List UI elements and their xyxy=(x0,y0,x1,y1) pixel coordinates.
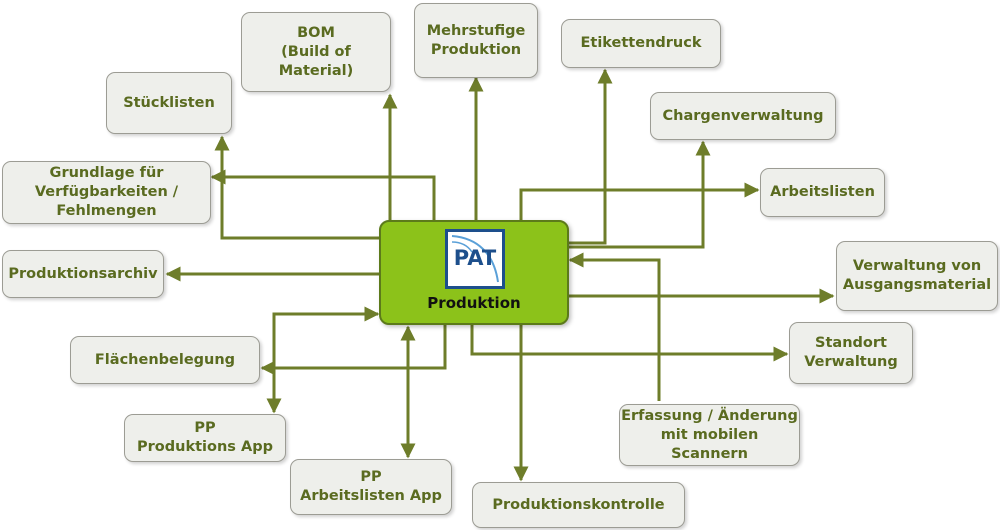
node-stuecklisten: Stücklisten xyxy=(106,72,232,134)
edge-grundlage xyxy=(210,169,436,220)
node-produktionskontrolle: Produktionskontrolle xyxy=(472,482,685,528)
node-pp-produktions-app: PP Produktions App xyxy=(124,414,286,462)
edge-stuecklisten xyxy=(214,135,380,240)
edge-etiketten xyxy=(569,68,613,245)
node-flaechenbelegung: Flächenbelegung xyxy=(70,336,260,384)
node-produktionsarchiv: Produktionsarchiv xyxy=(2,250,164,298)
node-chargenverwaltung: Chargenverwaltung xyxy=(650,92,836,140)
logo-swoosh-icon xyxy=(451,235,499,283)
edge-erfassung xyxy=(568,252,661,401)
node-ausgangsmaterial: Verwaltung von Ausgangsmaterial xyxy=(836,241,998,311)
center-label: Produktion xyxy=(427,294,521,312)
logo-text: PAT xyxy=(453,246,497,270)
node-arbeitslisten: Arbeitslisten xyxy=(760,168,885,217)
center-produktion: PAT Produktion xyxy=(379,220,569,325)
node-erfassung-scanner: Erfassung / Änderung mit mobilen Scanner… xyxy=(619,404,800,466)
node-bom: BOM (Build of Material) xyxy=(241,12,391,92)
node-mehrstufige-produktion: Mehrstufige Produktion xyxy=(414,3,538,78)
node-pp-arbeitslisten-app: PP Arbeitslisten App xyxy=(290,459,452,515)
edge-standort xyxy=(470,325,789,362)
node-standort-verwaltung: Standort Verwaltung xyxy=(789,322,913,384)
node-etikettendruck: Etikettendruck xyxy=(561,19,721,68)
edge-chargen xyxy=(569,140,711,249)
edge-pp-prod xyxy=(266,306,380,414)
pat-logo: PAT xyxy=(445,229,505,289)
edge-flaechen xyxy=(260,325,447,376)
edge-arbeitslisten xyxy=(519,182,760,220)
node-grundlage: Grundlage für Verfügbarkeiten / Fehlmeng… xyxy=(2,161,211,224)
